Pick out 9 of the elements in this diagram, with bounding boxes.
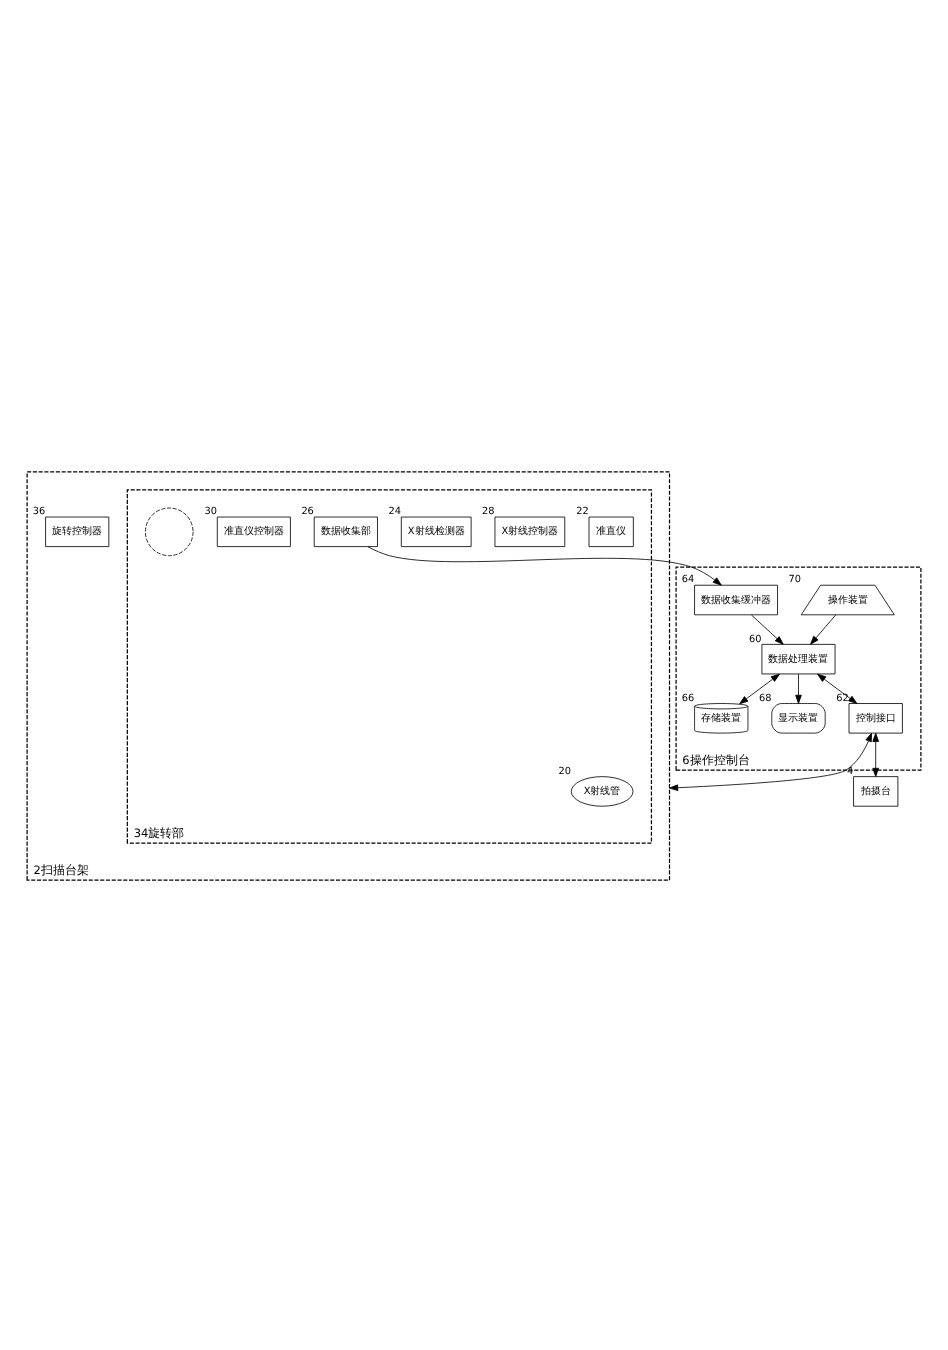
arrow bbox=[739, 672, 780, 704]
arrow bbox=[751, 613, 784, 644]
node-circle bbox=[145, 506, 194, 556]
arrow bbox=[795, 672, 802, 703]
arrow bbox=[669, 731, 873, 790]
arrow bbox=[817, 672, 858, 703]
arrow bbox=[872, 731, 879, 776]
arrow bbox=[367, 545, 722, 585]
arrow bbox=[810, 613, 836, 644]
